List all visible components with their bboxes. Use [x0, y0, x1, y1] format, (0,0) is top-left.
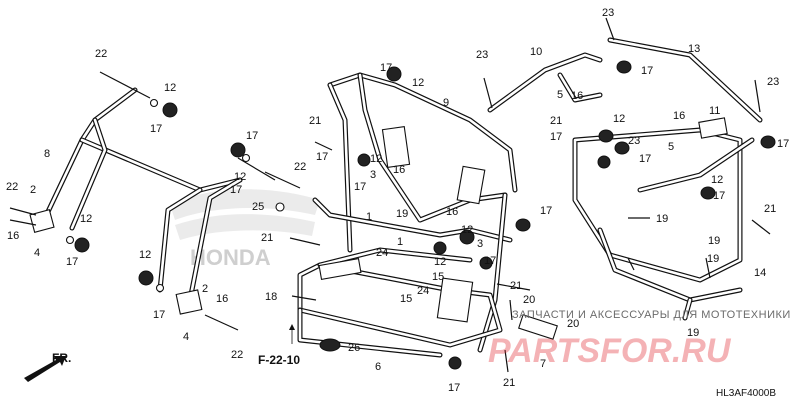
callout-17: 17 [354, 181, 366, 193]
part-13-rear-top-bar [605, 17, 763, 193]
callout-26: 26 [348, 342, 360, 354]
callout-1: 1 [366, 211, 372, 223]
callout-17: 17 [150, 123, 162, 135]
callout-12: 12 [234, 171, 246, 183]
callout-21: 21 [503, 377, 515, 389]
callout-4: 4 [34, 247, 40, 259]
callout-2: 2 [202, 283, 208, 295]
callout-15: 15 [432, 271, 444, 283]
reference-label: F-22-10 [258, 353, 300, 367]
callout-17: 17 [230, 184, 242, 196]
callout-17: 17 [641, 65, 653, 77]
callout-6: 6 [375, 361, 381, 373]
callout-5: 5 [668, 141, 674, 153]
diagram-code: HL3AF4000B [716, 388, 776, 399]
callout-19: 19 [656, 213, 668, 225]
callout-21: 21 [261, 232, 273, 244]
callout-17: 17 [777, 138, 789, 150]
callout-9: 9 [443, 97, 449, 109]
callout-16: 16 [571, 90, 583, 102]
callout-23: 23 [767, 76, 779, 88]
callout-17: 17 [246, 130, 258, 142]
part-8-front-bar [9, 71, 301, 331]
callout-12: 12 [370, 153, 382, 165]
callout-11: 11 [709, 105, 720, 117]
callout-8: 8 [44, 148, 50, 160]
callout-12: 12 [412, 77, 424, 89]
callout-17: 17 [153, 309, 165, 321]
callout-21: 21 [764, 203, 776, 215]
callout-23: 23 [476, 49, 488, 61]
callout-16: 16 [7, 230, 19, 242]
callout-12: 12 [711, 174, 723, 186]
callout-12: 12 [80, 213, 92, 225]
callout-10: 10 [530, 46, 542, 58]
part-9-main-frame [312, 72, 518, 353]
callout-17: 17 [316, 151, 328, 163]
callout-20: 20 [523, 294, 535, 306]
callout-17: 17 [66, 256, 78, 268]
callout-24: 24 [376, 247, 388, 259]
callout-19: 19 [708, 235, 720, 247]
callout-22: 22 [6, 181, 18, 193]
front-direction-label: FR. [52, 351, 71, 365]
callout-16: 16 [393, 164, 405, 176]
callout-12: 12 [613, 113, 625, 125]
brand-wing-watermark: HONDA [170, 189, 320, 270]
callout-17: 17 [639, 153, 651, 165]
callout-17: 17 [540, 205, 552, 217]
part-11-rear-side-frame [572, 117, 743, 283]
callout-2: 2 [30, 184, 36, 196]
callout-20: 20 [567, 318, 579, 330]
callout-16: 16 [446, 206, 458, 218]
callout-17: 17 [380, 62, 392, 74]
callout-3: 3 [370, 169, 376, 181]
callout-21: 21 [550, 115, 562, 127]
part-14-rear-lower-bar [597, 60, 776, 321]
callout-18: 18 [265, 291, 277, 303]
callout-5: 5 [557, 89, 563, 101]
part-10-rear-upper-bar [483, 52, 603, 113]
callout-22: 22 [294, 161, 306, 173]
callout-24: 24 [417, 285, 429, 297]
callout-12: 12 [434, 256, 446, 268]
callout-3: 3 [477, 238, 483, 250]
part-6-floor-frame [289, 66, 558, 373]
callout-19: 19 [707, 253, 719, 265]
callout-12: 12 [139, 249, 151, 261]
arrow-icon [24, 356, 66, 382]
callout-17: 17 [484, 255, 496, 267]
callout-17: 17 [550, 131, 562, 143]
brand-watermark-text: HONDA [190, 245, 271, 270]
callout-7: 7 [540, 358, 546, 370]
callout-13: 13 [688, 43, 700, 55]
callout-17: 17 [713, 190, 725, 202]
callout-15: 15 [400, 293, 412, 305]
callout-12: 12 [461, 224, 473, 236]
callout-21: 21 [510, 280, 522, 292]
callout-16: 16 [216, 293, 228, 305]
reference-marker: F-22-10 [258, 324, 300, 367]
callout-1: 1 [397, 236, 403, 248]
callout-4: 4 [183, 331, 189, 343]
callout-19: 19 [687, 327, 699, 339]
watermark-text: ЗАПЧАСТИ И АКСЕССУАРЫ ДЛЯ МОТОТЕХНИКИ [512, 309, 791, 321]
callout-25: 25 [252, 201, 264, 213]
watermark-logo: PARTSFOR.RU [488, 332, 732, 370]
callout-23: 23 [602, 7, 614, 19]
callout-16: 16 [673, 110, 685, 122]
callout-12: 12 [164, 82, 176, 94]
callout-22: 22 [231, 349, 243, 361]
callout-14: 14 [754, 267, 766, 279]
callout-17: 17 [448, 382, 460, 394]
callout-21: 21 [309, 115, 321, 127]
front-direction-indicator: FR. [24, 351, 71, 382]
callout-23: 23 [628, 135, 640, 147]
callout-19: 19 [396, 208, 408, 220]
callout-22: 22 [95, 48, 107, 60]
